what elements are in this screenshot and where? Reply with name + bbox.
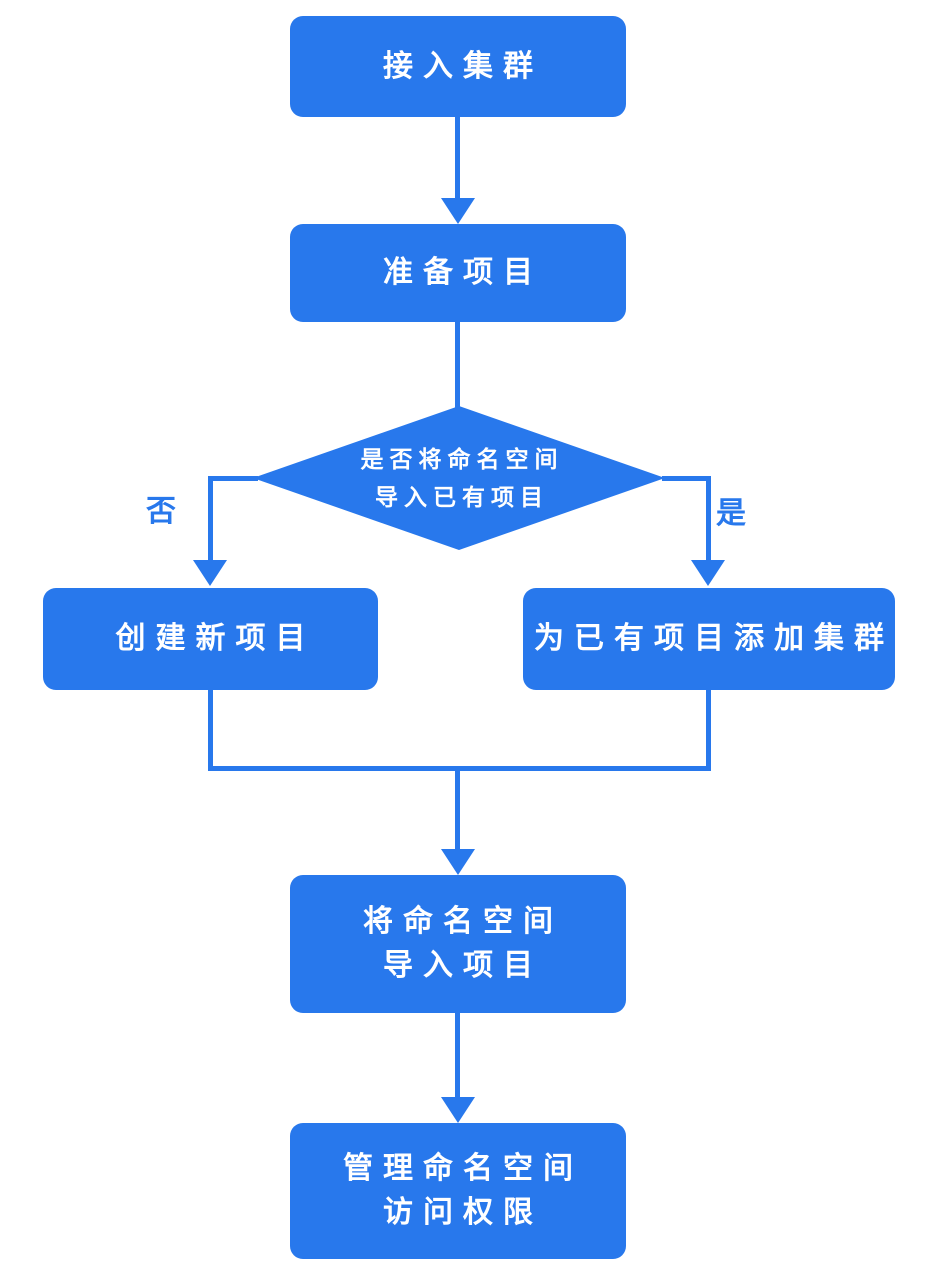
edge-decision-yes-horizontal-line xyxy=(662,476,711,481)
node-manage-permissions-label-line1: 管理命名空间 xyxy=(343,1152,583,1185)
edge-access-to-prepare-arrowhead-icon xyxy=(441,198,475,224)
node-decision-import-namespace: 是否将命名空间 导入已有项目 xyxy=(253,406,665,550)
node-prepare-project-label: 准备项目 xyxy=(383,256,543,289)
edge-merge-arrowhead-icon xyxy=(441,849,475,875)
decision-label-line2: 导入已有项目 xyxy=(375,484,549,510)
edge-decision-no-horizontal-line xyxy=(208,476,258,481)
edge-decision-no-arrowhead-icon xyxy=(193,560,227,586)
branch-label-no: 否 xyxy=(146,495,176,528)
edge-decision-no-vertical-line xyxy=(208,476,213,562)
edge-access-to-prepare-line xyxy=(455,117,460,200)
node-access-cluster: 接入集群 xyxy=(290,16,626,117)
node-manage-permissions-label-line2: 访问权限 xyxy=(383,1196,543,1229)
edge-merge-left-vertical-line xyxy=(208,690,213,771)
branch-label-yes: 是 xyxy=(716,497,746,530)
node-add-cluster-to-existing-project-label: 为已有项目添加集群 xyxy=(534,622,894,655)
node-import-namespace-label-line1: 将命名空间 xyxy=(363,905,563,938)
node-prepare-project: 准备项目 xyxy=(290,224,626,322)
edge-decision-yes-arrowhead-icon xyxy=(691,560,725,586)
edge-merge-right-vertical-line xyxy=(706,690,711,771)
node-create-new-project: 创建新项目 xyxy=(43,588,378,690)
edge-decision-yes-vertical-line xyxy=(706,476,711,562)
edge-merge-center-vertical-line xyxy=(455,766,460,849)
node-create-new-project-label: 创建新项目 xyxy=(115,622,316,655)
edge-import-to-manage-arrowhead-icon xyxy=(441,1097,475,1123)
node-add-cluster-to-existing-project: 为已有项目添加集群 xyxy=(523,588,895,690)
node-access-cluster-label: 接入集群 xyxy=(383,49,543,83)
node-manage-namespace-permissions: 管理命名空间 访问权限 xyxy=(290,1123,626,1259)
edge-import-to-manage-line xyxy=(455,1013,460,1097)
node-import-namespace-to-project: 将命名空间 导入项目 xyxy=(290,875,626,1013)
node-import-namespace-label-line2: 导入项目 xyxy=(383,949,543,982)
decision-label-line1: 是否将命名空间 xyxy=(360,446,564,472)
edge-prepare-to-decision-line xyxy=(455,322,460,408)
